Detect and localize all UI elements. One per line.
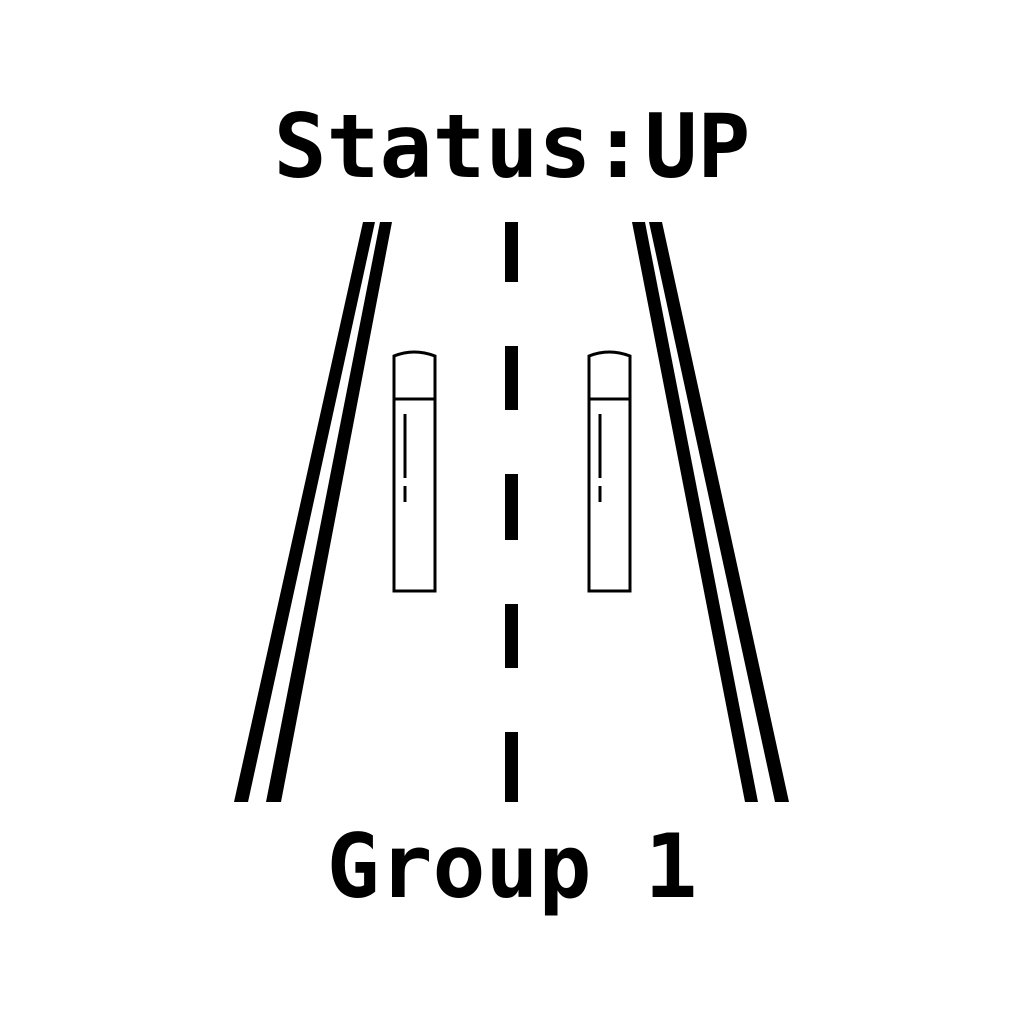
left-road-edge <box>234 222 392 802</box>
right-road-edge <box>632 222 789 802</box>
group-name: Group 1 <box>326 815 698 918</box>
status-text: Status:UP <box>273 95 751 198</box>
left-car-icon <box>392 350 437 593</box>
right-car-icon <box>587 350 632 593</box>
center-dashed-line <box>505 222 518 802</box>
